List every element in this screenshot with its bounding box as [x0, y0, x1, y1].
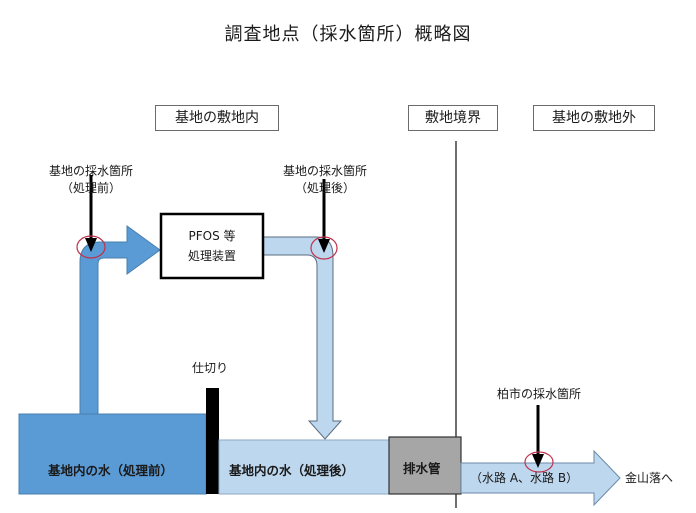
diagram-title: 調査地点（採水箇所）概略図 — [224, 24, 472, 45]
pipe-arrow-after — [262, 236, 343, 440]
label-line2: （処理後） — [294, 181, 355, 195]
sample-marker-before — [76, 235, 106, 259]
label-line1: 基地の採水箇所 — [282, 164, 367, 178]
outflow-arrow — [460, 449, 621, 507]
pipe-arrow-before — [79, 225, 161, 415]
sampling-point-before-label: 基地の採水箇所 （処理前） — [25, 163, 157, 197]
partition-label: 仕切り — [191, 361, 228, 375]
drain-pipe-label: 排水管 — [403, 461, 441, 476]
drain-pipe-box — [388, 436, 462, 495]
sample-marker-after — [310, 236, 338, 260]
destination-label: 金山落へ — [625, 471, 674, 485]
zone-label-inside: 基地の敷地内 — [155, 105, 279, 131]
label-line1: 基地の採水箇所 — [48, 164, 133, 178]
water-after-label: 基地内の水（処理後） — [229, 463, 355, 478]
partition — [206, 388, 219, 494]
water-before-label: 基地内の水（処理前） — [48, 463, 174, 478]
label-line1: PFOS 等 — [188, 229, 236, 243]
label-line2: 処理装置 — [187, 249, 236, 263]
sampling-point-after-label: 基地の採水箇所 （処理後） — [259, 163, 391, 197]
water-tank-before — [18, 413, 207, 495]
sample-arrow-after — [318, 239, 330, 253]
treatment-device-label: PFOS 等 処理装置 — [161, 226, 263, 266]
zone-label-outside: 基地の敷地外 — [533, 105, 655, 131]
sample-marker-kashiwa — [524, 451, 554, 473]
treatment-device-box — [159, 212, 265, 280]
label-line2: （処理前） — [60, 181, 121, 195]
sample-arrow-before — [85, 238, 97, 252]
water-tank-after — [218, 439, 390, 495]
zone-label-boundary: 敷地境界 — [408, 105, 498, 131]
sample-arrow-kashiwa — [532, 454, 544, 468]
waterway-label: （水路 A、水路 B） — [470, 471, 579, 485]
sampling-point-kashiwa-label: 柏市の採水箇所 — [496, 387, 581, 401]
